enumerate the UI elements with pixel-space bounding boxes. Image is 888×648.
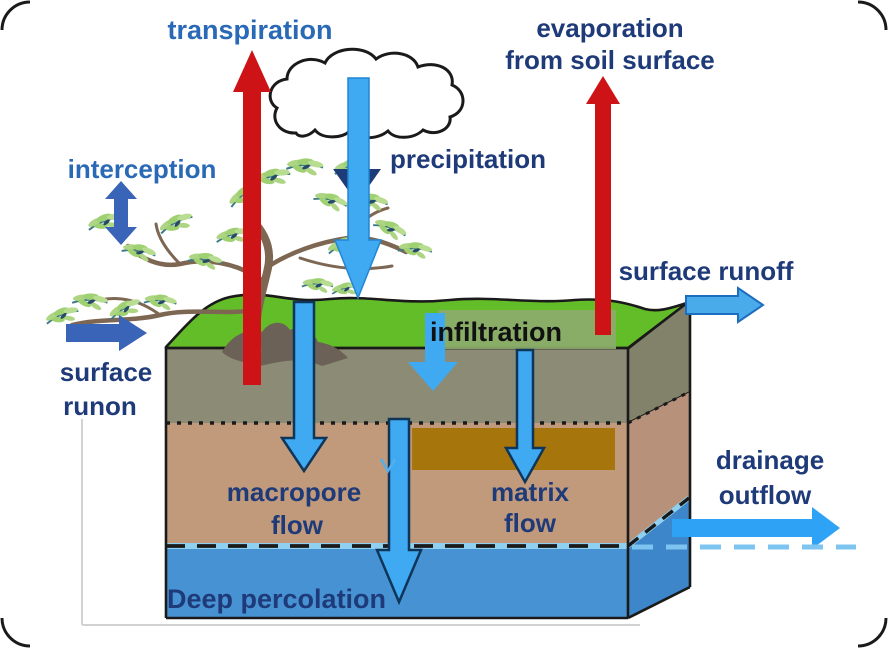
deep-percolation-arrow bbox=[375, 417, 423, 606]
surface-runoff-arrow bbox=[685, 286, 765, 324]
infiltration-label: infiltration bbox=[430, 317, 562, 347]
precipitation-arrow bbox=[333, 77, 383, 301]
interception-arrow bbox=[105, 181, 137, 245]
faint-frame-lines bbox=[81, 419, 640, 626]
evaporation-label-line2: from soil surface bbox=[505, 45, 715, 75]
infiltration-arrow bbox=[408, 313, 458, 391]
drainage-outflow-label-line1: drainage bbox=[716, 445, 824, 475]
surface-runon-arrow bbox=[66, 315, 147, 351]
evaporation-label-line1: evaporation bbox=[536, 13, 683, 43]
deep-percolation-label: Deep percolation bbox=[167, 584, 386, 614]
evaporation-arrow bbox=[586, 76, 620, 335]
small-chevron-arrowhead bbox=[379, 458, 397, 474]
matrix-flow-label-line2: flow bbox=[504, 508, 557, 538]
drainage-outflow-label-line2: outflow bbox=[719, 480, 812, 510]
macropore-flow-label-line2: flow bbox=[271, 510, 324, 540]
interception-label: interception bbox=[68, 154, 217, 184]
matrix-flow-arrow bbox=[503, 348, 547, 485]
infiltration-label-box bbox=[438, 310, 616, 349]
precipitation-label: precipitation bbox=[390, 144, 546, 174]
surface-runon-label-line2: runon bbox=[63, 391, 137, 421]
transpiration-label: transpiration bbox=[167, 15, 332, 45]
surface-runon-label-line1: surface bbox=[60, 357, 153, 387]
macropore-flow-label-line1: macropore bbox=[227, 477, 361, 507]
surface-runoff-label: surface runoff bbox=[619, 256, 794, 286]
matrix-flow-label-line1: matrix bbox=[491, 477, 570, 507]
macropore-flow-arrow bbox=[279, 300, 329, 474]
labels: transpiration evaporation from soil surf… bbox=[60, 13, 824, 614]
drainage-outflow-arrow bbox=[672, 507, 840, 549]
transpiration-arrow bbox=[233, 50, 271, 385]
